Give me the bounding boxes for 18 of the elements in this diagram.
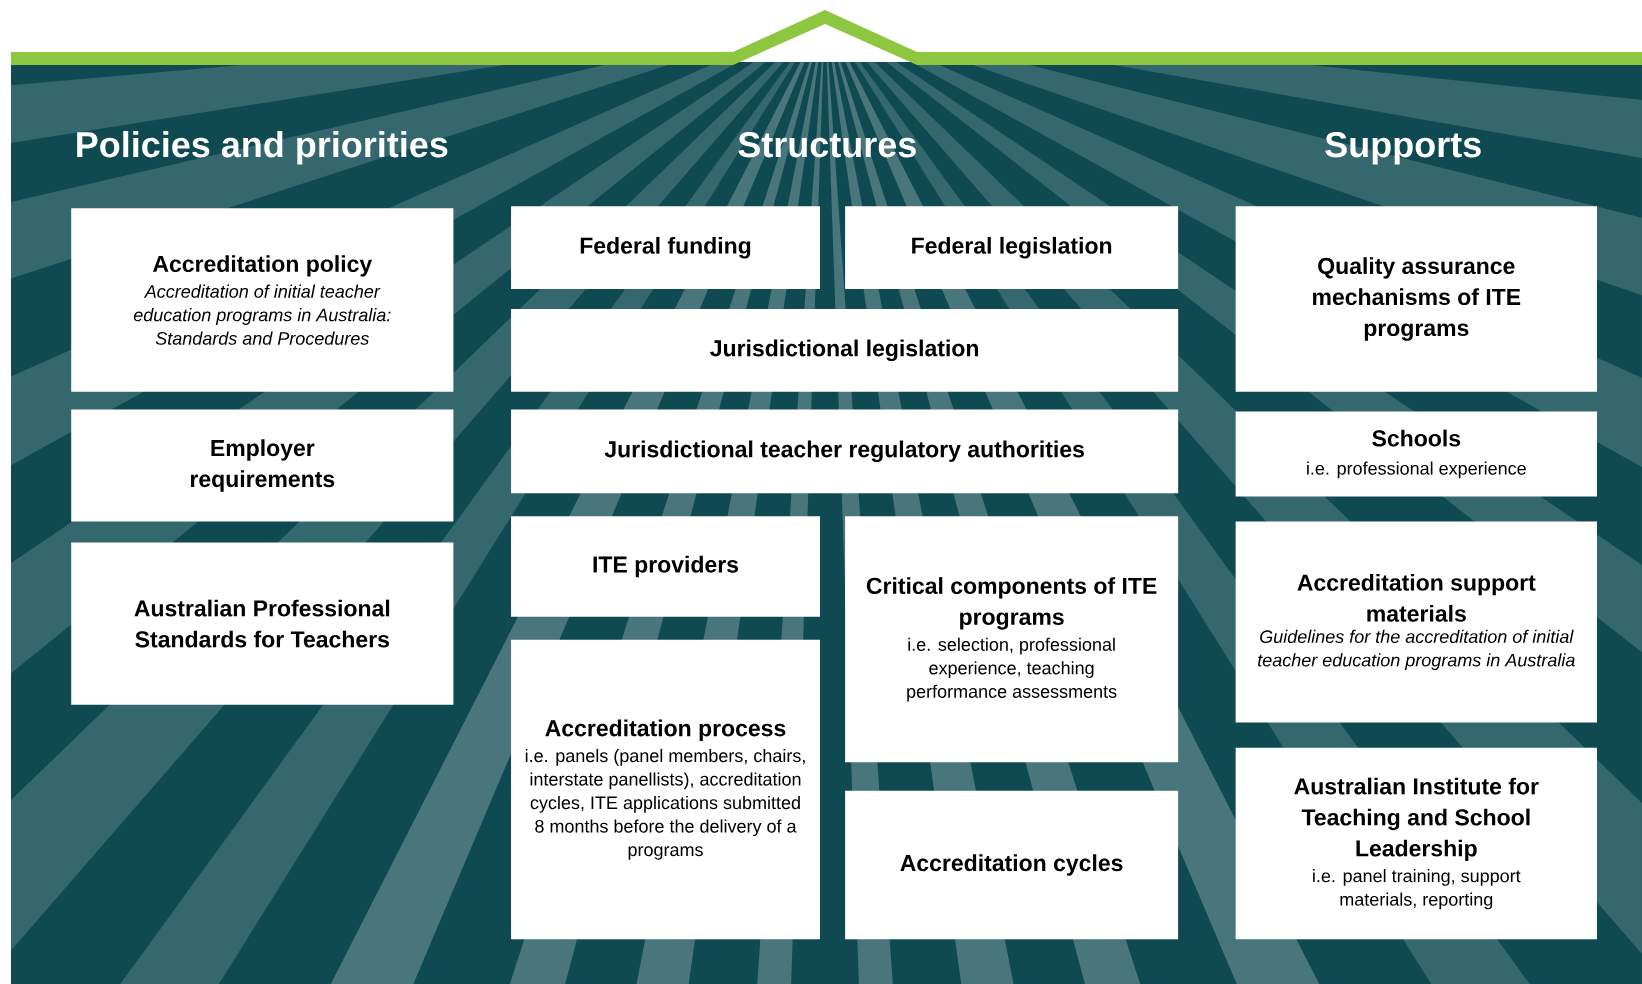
text-box: ITE providers [511,516,820,617]
text-box: Accreditation policy Accreditation of initial teacher education programs in Australia: Standards and Procedures [71,208,454,392]
text-box: Accreditation process i.e. panels (panel members, chairs, interstate panellists), accreditation cycles, ITE applications submitted 8 months before the delivery of a programs [511,639,820,940]
text-box: Jurisdictional teacher regulatory authorities [511,409,1179,494]
text-box: Australian Professional Standards for Teachers [71,542,454,705]
text-box: Federal funding [511,206,820,290]
text-box: Employer requirements [71,409,454,522]
text-box: Australian Institute for Teaching and School Leadership i.e. panel training, support materials, reporting [1235,747,1597,940]
column-heading: Structures [738,131,916,158]
text-box: Quality assurance mechanisms of ITE programs [1235,206,1597,392]
text-box: Schools i.e. professional experience [1235,411,1597,497]
text-box: Federal legislation [845,206,1179,290]
column-heading: Policies and priorities [77,131,448,165]
text-box: Accreditation cycles [845,790,1179,940]
text-box: Jurisdictional legislation [511,308,1179,392]
column-heading: Supports [1325,131,1481,165]
text-box: Critical components of ITE programs i.e. selection, professional experience, teaching performance assessments [845,516,1179,763]
text-box: Accreditation support materials Guidelines for the accreditation of initial teacher education programs in Australia [1235,521,1597,723]
